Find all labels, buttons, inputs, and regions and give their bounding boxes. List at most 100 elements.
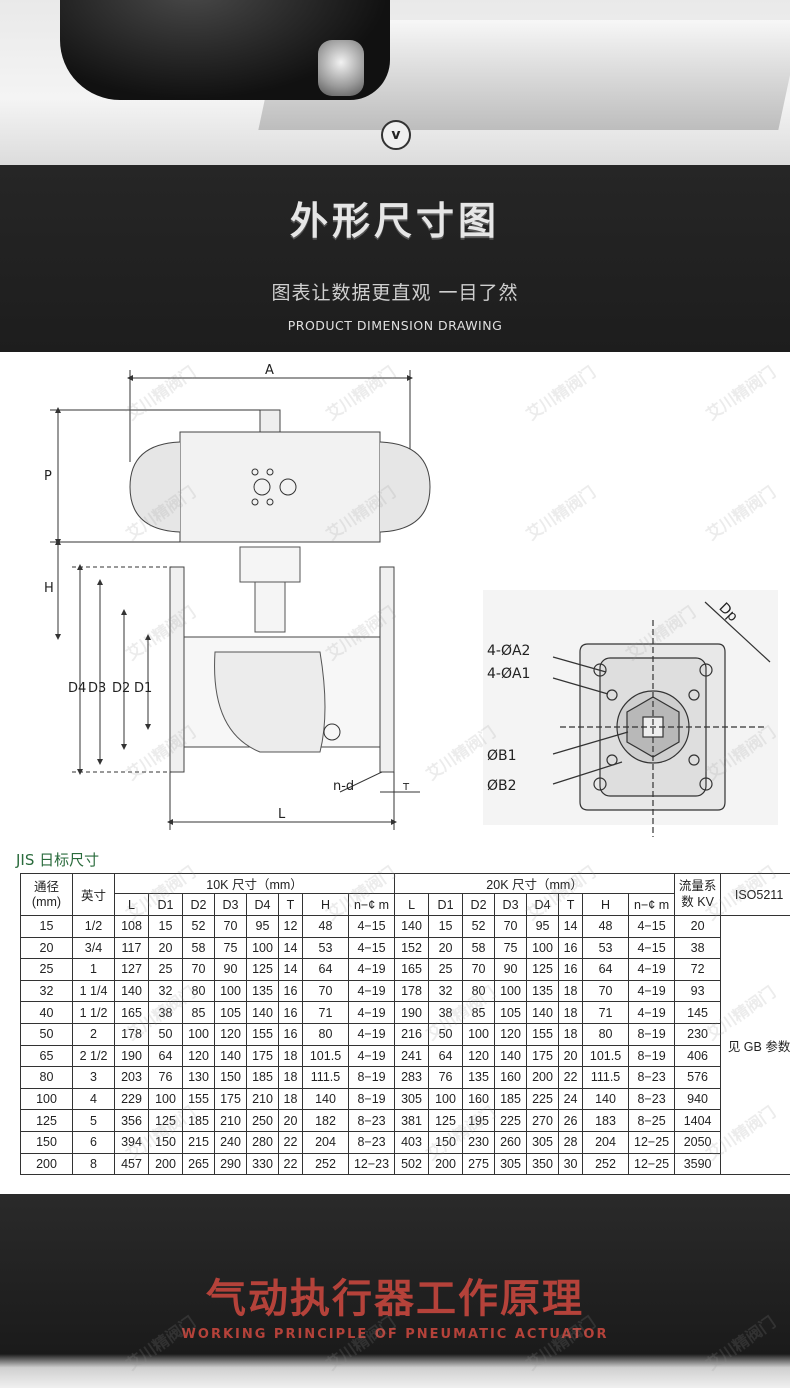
table-cell: 4−15 bbox=[628, 936, 676, 960]
table-cell: 8−19 bbox=[628, 1022, 676, 1046]
table-cell: 20 bbox=[674, 915, 722, 938]
col-subheader: D3 bbox=[214, 893, 247, 916]
table-cell: 120 bbox=[182, 1044, 215, 1068]
dim-label-nd: n-d bbox=[333, 779, 354, 794]
col-subheader: L bbox=[394, 893, 430, 916]
dimension-drawing-svg: A P H D4 D3 D2 D1 L n-d T 4-ØA2 4-ØA1 ØB… bbox=[44, 363, 778, 837]
table-cell: 204 bbox=[302, 1130, 349, 1154]
table-cell: 185 bbox=[246, 1066, 279, 1089]
table-cell: 50 bbox=[428, 1022, 464, 1046]
table-cell: 101.5 bbox=[302, 1044, 349, 1068]
table-cell: 185 bbox=[182, 1109, 215, 1132]
table-cell: 24 bbox=[558, 1087, 584, 1111]
col-subheader: H bbox=[582, 893, 630, 916]
col-header-10k: 10K 尺寸（mm） bbox=[113, 873, 396, 894]
section-subtitle: 图表让数据更直观 一目了然 bbox=[271, 282, 519, 304]
dim-label-d1: D1 bbox=[134, 681, 152, 696]
table-cell: 283 bbox=[394, 1066, 430, 1089]
table-cell: 75 bbox=[214, 936, 247, 960]
footer-title-en: WORKING PRINCIPLE OF PNEUMATIC ACTUATOR bbox=[181, 1327, 609, 1342]
footer-photo-strip bbox=[0, 1354, 790, 1388]
table-cell: 50 bbox=[20, 1022, 73, 1046]
table-cell: 111.5 bbox=[302, 1066, 349, 1089]
table-cell: 215 bbox=[182, 1130, 215, 1154]
table-cell: 8−23 bbox=[347, 1109, 396, 1132]
table-cell: 305 bbox=[394, 1087, 430, 1111]
dim-label-d4: D4 bbox=[68, 681, 86, 696]
table-cell: 135 bbox=[246, 979, 279, 1003]
table-cell: 70 bbox=[582, 979, 630, 1003]
table-cell: 2 bbox=[72, 1022, 115, 1046]
table-cell: 135 bbox=[526, 979, 560, 1003]
table-cell: 18 bbox=[278, 1066, 303, 1089]
flange-label-a1: 4-ØA1 bbox=[487, 666, 530, 682]
table-cell: 64 bbox=[148, 1044, 183, 1068]
table-cell: 111.5 bbox=[582, 1066, 630, 1089]
table-cell: 95 bbox=[246, 915, 279, 938]
table-cell: 140 bbox=[214, 1044, 247, 1068]
col-subheader: D3 bbox=[494, 893, 528, 916]
table-cell: 4−19 bbox=[347, 1022, 396, 1046]
table-cell: 70 bbox=[214, 915, 247, 938]
col-subheader: T bbox=[558, 893, 584, 916]
table-cell: 53 bbox=[302, 936, 349, 960]
table-cell: 64 bbox=[582, 958, 630, 981]
table-cell: 120 bbox=[462, 1044, 496, 1068]
table-cell: 190 bbox=[394, 1001, 430, 1024]
table-cell: 125 bbox=[526, 958, 560, 981]
table-cell: 502 bbox=[394, 1152, 430, 1176]
table-cell: 270 bbox=[526, 1109, 560, 1132]
table-cell: 200 bbox=[428, 1152, 464, 1176]
table-cell: 100 bbox=[182, 1022, 215, 1046]
table-cell: 230 bbox=[462, 1130, 496, 1154]
table-cell: 8−23 bbox=[628, 1087, 676, 1111]
table-cell: 25 bbox=[428, 958, 464, 981]
table-cell: 4−19 bbox=[347, 1044, 396, 1068]
table-cell: 155 bbox=[182, 1087, 215, 1111]
table-cell: 76 bbox=[428, 1066, 464, 1089]
flange-label-b2: ØB2 bbox=[487, 778, 517, 794]
table-cell: 48 bbox=[582, 915, 630, 938]
table-cell: 152 bbox=[394, 936, 430, 960]
table-cell: 58 bbox=[462, 936, 496, 960]
table-cell: 14 bbox=[278, 958, 303, 981]
table-cell: 90 bbox=[214, 958, 247, 981]
table-cell: 85 bbox=[462, 1001, 496, 1024]
table-cell: 4−19 bbox=[347, 1001, 396, 1024]
table-cell: 185 bbox=[494, 1087, 528, 1111]
col-header-inch: 英寸 bbox=[72, 873, 115, 916]
table-cell: 64 bbox=[428, 1044, 464, 1068]
table-cell: 406 bbox=[674, 1044, 722, 1068]
section-header: 外形尺寸图 图表让数据更直观 一目了然 PRODUCT DIMENSION DR… bbox=[0, 165, 790, 352]
table-cell: 71 bbox=[302, 1001, 349, 1024]
table-cell: 20 bbox=[20, 936, 73, 960]
table-cell: 4−19 bbox=[347, 958, 396, 981]
table-cell: 28 bbox=[558, 1130, 584, 1154]
table-cell: 22 bbox=[278, 1152, 303, 1176]
table-cell: 241 bbox=[394, 1044, 430, 1068]
table-cell: 125 bbox=[428, 1109, 464, 1132]
table-cell: 100 bbox=[428, 1087, 464, 1111]
table-cell: 225 bbox=[494, 1109, 528, 1132]
table-cell: 14 bbox=[558, 915, 584, 938]
table-cell: 90 bbox=[494, 958, 528, 981]
table-cell: 1 bbox=[72, 958, 115, 981]
table-cell: 18 bbox=[278, 1087, 303, 1111]
table-cell: 200 bbox=[20, 1152, 73, 1176]
col-subheader: D4 bbox=[526, 893, 560, 916]
table-cell: 330 bbox=[246, 1152, 279, 1176]
table-cell: 150 bbox=[20, 1130, 73, 1154]
table-cell: 70 bbox=[182, 958, 215, 981]
table-cell: 150 bbox=[428, 1130, 464, 1154]
table-cell: 70 bbox=[462, 958, 496, 981]
table-cell: 26 bbox=[558, 1109, 584, 1132]
col-subheader: n−¢ m bbox=[628, 893, 676, 916]
spec-table: 通径 (mm) 英寸 10K 尺寸（mm） 20K 尺寸（mm） 流量系数 KV… bbox=[20, 873, 790, 1176]
table-cell: 108 bbox=[114, 915, 149, 938]
table-cell: 20 bbox=[428, 936, 464, 960]
table-cell: 2 1/2 bbox=[72, 1044, 115, 1068]
